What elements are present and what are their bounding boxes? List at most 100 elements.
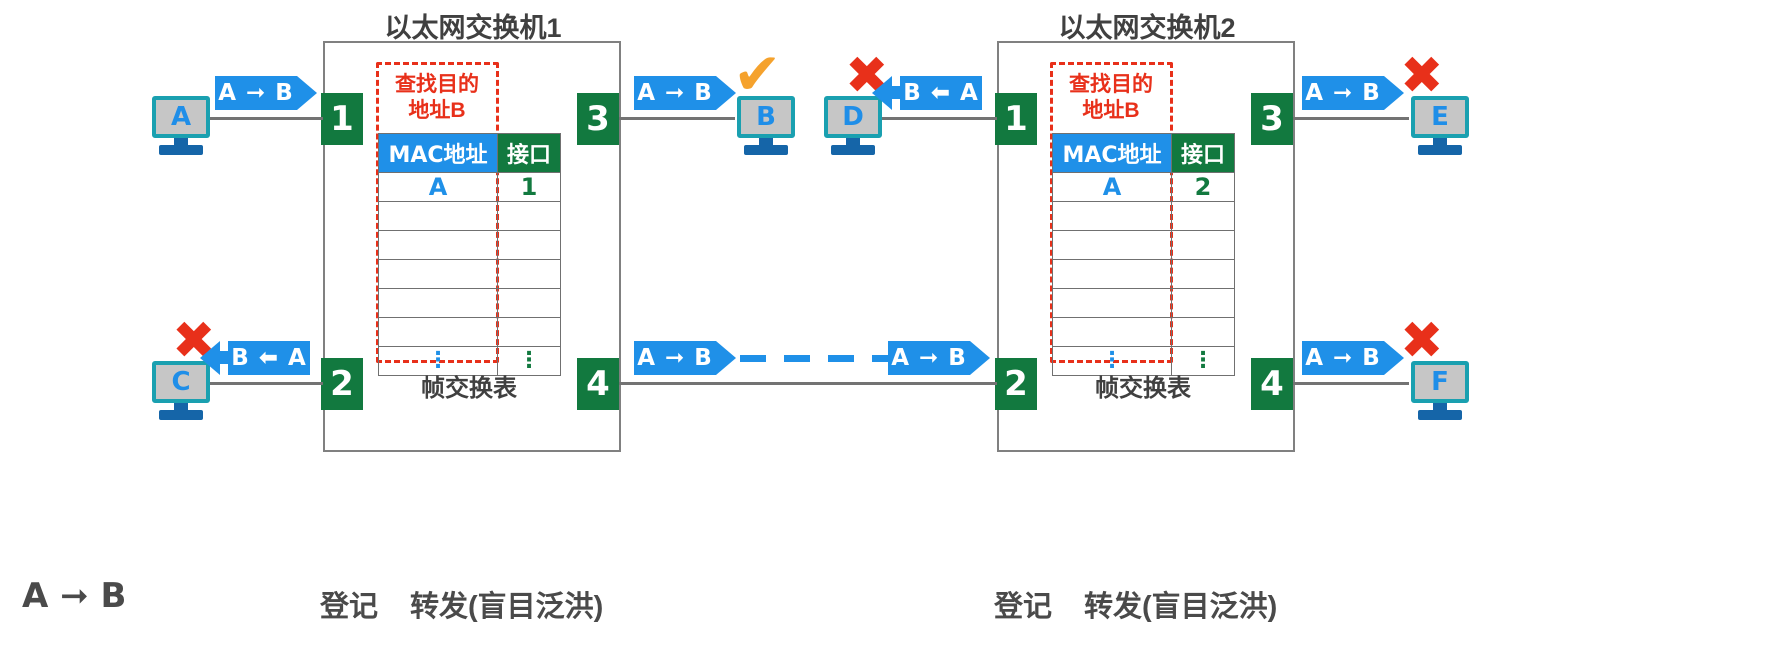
frame-label: A ➞ B xyxy=(637,344,713,371)
cell-interface xyxy=(497,259,561,289)
host-label: A xyxy=(170,102,192,132)
switch-1-legend-register: 登记 xyxy=(320,591,379,623)
frame-to-e: A ➞ B xyxy=(1302,76,1384,110)
frame-label: B ⬅ A xyxy=(903,79,979,106)
host-stand-neck xyxy=(1433,403,1447,410)
switch-2-legend-register: 登记 xyxy=(994,591,1053,623)
table-row xyxy=(1052,317,1235,347)
cell-mac xyxy=(378,317,498,347)
host-a[interactable]: A xyxy=(152,96,210,158)
table-row xyxy=(378,288,561,318)
cell-mac xyxy=(1052,230,1172,260)
frame-label: B ⬅ A xyxy=(231,344,307,371)
frame-label: A ➞ B xyxy=(637,79,713,106)
switch-2-port-2[interactable]: 2 xyxy=(995,358,1037,410)
switch-1-port-4[interactable]: 4 xyxy=(577,358,619,410)
frame-to-c: B ⬅ A xyxy=(228,341,310,375)
cell-interface xyxy=(497,230,561,260)
col-header-interface: 接口 xyxy=(1171,133,1235,173)
cell-interface: 2 xyxy=(1171,172,1235,202)
host-stand-base xyxy=(744,145,788,155)
switch-2-title: 以太网交换机2 xyxy=(1058,13,1236,43)
switch-2-legend-forward: 转发(盲目泛洪) xyxy=(1084,591,1278,623)
switch-1-port-1[interactable]: 1 xyxy=(321,93,363,145)
cell-interface xyxy=(1171,288,1235,318)
table-row: A 1 xyxy=(378,172,561,202)
cell-interface xyxy=(1171,317,1235,347)
table-row xyxy=(1052,288,1235,318)
switch-1-lookup-note: 查找目的 地址B xyxy=(395,73,479,122)
table-row xyxy=(1052,259,1235,289)
frame-to-c-arrow-stem xyxy=(216,351,232,364)
host-b[interactable]: B xyxy=(737,96,795,158)
link-switch2-port4-to-f xyxy=(1293,382,1409,385)
legend-frame-key: A ➞ B xyxy=(22,576,127,616)
frame-to-d-arrow-stem xyxy=(888,86,904,99)
table-row xyxy=(1052,201,1235,231)
cell-mac: A xyxy=(378,172,498,202)
vertical-ellipsis-icon: ⋮ xyxy=(1101,347,1123,373)
frame-to-d: B ⬅ A xyxy=(900,76,982,110)
cell-mac: A xyxy=(1052,172,1172,202)
switch-1-table-caption: 帧交换表 xyxy=(421,375,517,402)
switch-2-frame-table: MAC地址 接口 A 2 ⋮ ⋮ xyxy=(1052,133,1235,376)
host-stand-base xyxy=(1418,145,1462,155)
table-row xyxy=(378,259,561,289)
host-label: C xyxy=(171,367,191,397)
cell-mac xyxy=(378,230,498,260)
vertical-ellipsis-icon: ⋮ xyxy=(518,347,540,373)
frame-label: A ➞ B xyxy=(891,344,967,371)
host-stand-neck xyxy=(846,138,860,145)
table-row xyxy=(378,230,561,260)
switch-1-frame-table: MAC地址 接口 A 1 ⋮ ⋮ xyxy=(378,133,561,376)
cell-interface xyxy=(497,317,561,347)
table-row: A 2 xyxy=(1052,172,1235,202)
trunk-dashed-path xyxy=(740,355,888,362)
cell-interface: ⋮ xyxy=(1171,346,1235,376)
cell-mac xyxy=(378,288,498,318)
host-stand-base xyxy=(831,145,875,155)
cell-interface xyxy=(1171,259,1235,289)
cell-interface xyxy=(497,288,561,318)
host-f[interactable]: F xyxy=(1411,361,1469,423)
switch-2-port-1[interactable]: 1 xyxy=(995,93,1037,145)
host-screen: A xyxy=(152,96,210,138)
switch-1-port-2[interactable]: 2 xyxy=(321,358,363,410)
host-stand-base xyxy=(159,410,203,420)
frame-to-f-arrow-head xyxy=(1384,341,1404,375)
host-stand-base xyxy=(1418,410,1462,420)
switch-1-port-3[interactable]: 3 xyxy=(577,93,619,145)
host-d[interactable]: D xyxy=(824,96,882,158)
frame-trunk-right-arrow-head xyxy=(970,341,990,375)
col-header-mac: MAC地址 xyxy=(378,133,498,173)
frame-trunk-left-arrow-head xyxy=(716,341,736,375)
cell-mac: ⋮ xyxy=(1052,346,1172,376)
table-header-row: MAC地址 接口 xyxy=(1052,133,1235,173)
host-e[interactable]: E xyxy=(1411,96,1469,158)
frame-to-b: A ➞ B xyxy=(634,76,716,110)
host-screen: F xyxy=(1411,361,1469,403)
frame-to-f: A ➞ B xyxy=(1302,341,1384,375)
link-a-to-switch1-port1 xyxy=(208,117,323,120)
col-header-mac: MAC地址 xyxy=(1052,133,1172,173)
cross-icon-host-e: ✖ xyxy=(1400,46,1444,106)
switch-2-port-3[interactable]: 3 xyxy=(1251,93,1293,145)
cell-mac xyxy=(378,259,498,289)
frame-label: A ➞ B xyxy=(1305,344,1381,371)
cell-mac xyxy=(1052,259,1172,289)
host-screen: D xyxy=(824,96,882,138)
host-label: F xyxy=(1431,367,1449,397)
frame-to-d-arrow-head xyxy=(872,76,892,110)
switch-2-port-4[interactable]: 4 xyxy=(1251,358,1293,410)
cell-mac xyxy=(378,201,498,231)
cell-mac xyxy=(1052,201,1172,231)
host-screen: E xyxy=(1411,96,1469,138)
link-switch1-port3-to-b xyxy=(619,117,735,120)
cell-interface xyxy=(497,201,561,231)
switch-2-table-caption: 帧交换表 xyxy=(1095,375,1191,402)
frame-label: A ➞ B xyxy=(218,79,294,106)
cell-interface xyxy=(1171,201,1235,231)
link-c-to-switch1-port2 xyxy=(208,382,323,385)
vertical-ellipsis-icon: ⋮ xyxy=(1192,347,1214,373)
frame-to-e-arrow-head xyxy=(1384,76,1404,110)
